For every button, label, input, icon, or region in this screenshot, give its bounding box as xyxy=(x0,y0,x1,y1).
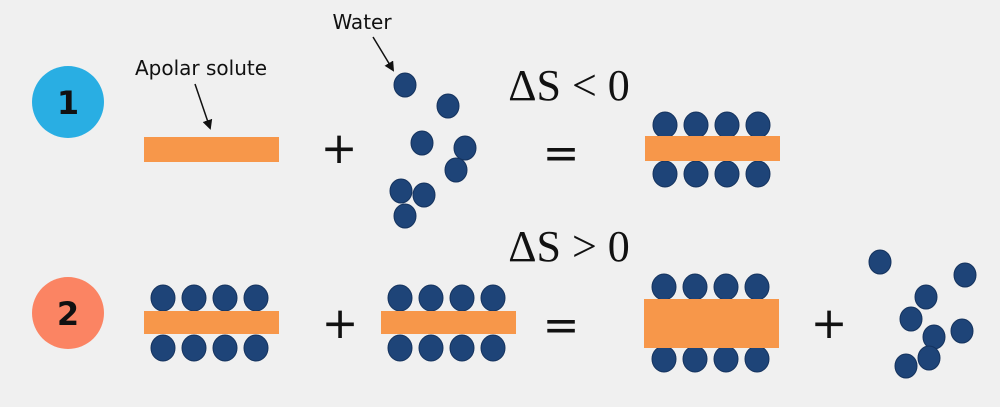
apolar-solute xyxy=(144,311,279,334)
water-molecule xyxy=(744,345,770,373)
water-molecule xyxy=(899,306,923,332)
water-molecule xyxy=(651,345,677,373)
apolar-solute xyxy=(144,137,279,162)
plus-sign: + xyxy=(321,123,358,174)
solvated-solute-b xyxy=(381,284,516,362)
water-molecule xyxy=(922,324,946,350)
apolar-solute-aggregate xyxy=(644,299,779,348)
water-molecule xyxy=(714,111,740,139)
water-molecule xyxy=(393,72,417,98)
water-molecule xyxy=(917,345,941,371)
water-molecule xyxy=(412,182,436,208)
apolar-solute xyxy=(645,136,780,161)
step-1-badge: 1 xyxy=(32,66,104,138)
water-molecule xyxy=(181,284,207,312)
water-molecule xyxy=(713,345,739,373)
water-molecule xyxy=(714,160,740,188)
water-molecule xyxy=(436,93,460,119)
equals-sign: = xyxy=(543,128,580,179)
water-molecule xyxy=(410,130,434,156)
step-2-number: 2 xyxy=(57,295,79,333)
step-2-badge: 2 xyxy=(32,277,104,349)
entropy-step-2: ΔS > 0 xyxy=(508,222,630,271)
water-molecule xyxy=(683,160,709,188)
water-molecule xyxy=(744,273,770,301)
solvated-solute-a xyxy=(144,284,279,362)
apolar-solute xyxy=(381,311,516,334)
plus-sign: + xyxy=(322,298,359,349)
water-molecule xyxy=(212,284,238,312)
water-molecule xyxy=(652,160,678,188)
apolar-solute-arrow xyxy=(194,83,213,130)
water-molecule xyxy=(243,334,269,362)
water-molecule xyxy=(243,284,269,312)
water-molecule xyxy=(387,334,413,362)
water-molecule xyxy=(444,157,468,183)
water-molecule xyxy=(745,160,771,188)
apolar-solute-label: Apolar solute xyxy=(135,56,267,80)
water-molecule xyxy=(393,203,417,229)
water-molecule xyxy=(418,284,444,312)
water-molecule xyxy=(953,262,977,288)
water-molecule xyxy=(389,178,413,204)
water-molecule xyxy=(449,334,475,362)
water-molecule xyxy=(449,284,475,312)
water-molecule xyxy=(150,334,176,362)
water-molecule xyxy=(418,334,444,362)
water-arrow xyxy=(372,36,395,72)
free-water-cluster-1 xyxy=(389,72,477,229)
water-molecule xyxy=(480,284,506,312)
water-molecule xyxy=(181,334,207,362)
step-1-number: 1 xyxy=(57,84,79,122)
water-molecule xyxy=(651,273,677,301)
released-water-cluster xyxy=(868,249,977,379)
water-molecule xyxy=(868,249,892,275)
water-molecule xyxy=(387,284,413,312)
aggregated-solute-result xyxy=(644,273,779,373)
entropy-step-1: ΔS < 0 xyxy=(508,61,630,110)
water-molecule xyxy=(950,318,974,344)
water-label: Water xyxy=(332,10,392,34)
water-molecule xyxy=(150,284,176,312)
water-molecule xyxy=(713,273,739,301)
water-molecule xyxy=(745,111,771,139)
solvated-solute-result-1 xyxy=(645,111,780,188)
water-molecule xyxy=(480,334,506,362)
water-molecule xyxy=(453,135,477,161)
plus-sign: + xyxy=(811,298,848,349)
water-molecule xyxy=(652,111,678,139)
water-molecule xyxy=(682,273,708,301)
water-molecule xyxy=(682,345,708,373)
equals-sign: = xyxy=(543,300,580,351)
water-molecule xyxy=(914,284,938,310)
water-molecule xyxy=(212,334,238,362)
water-molecule xyxy=(683,111,709,139)
water-molecule xyxy=(894,353,918,379)
